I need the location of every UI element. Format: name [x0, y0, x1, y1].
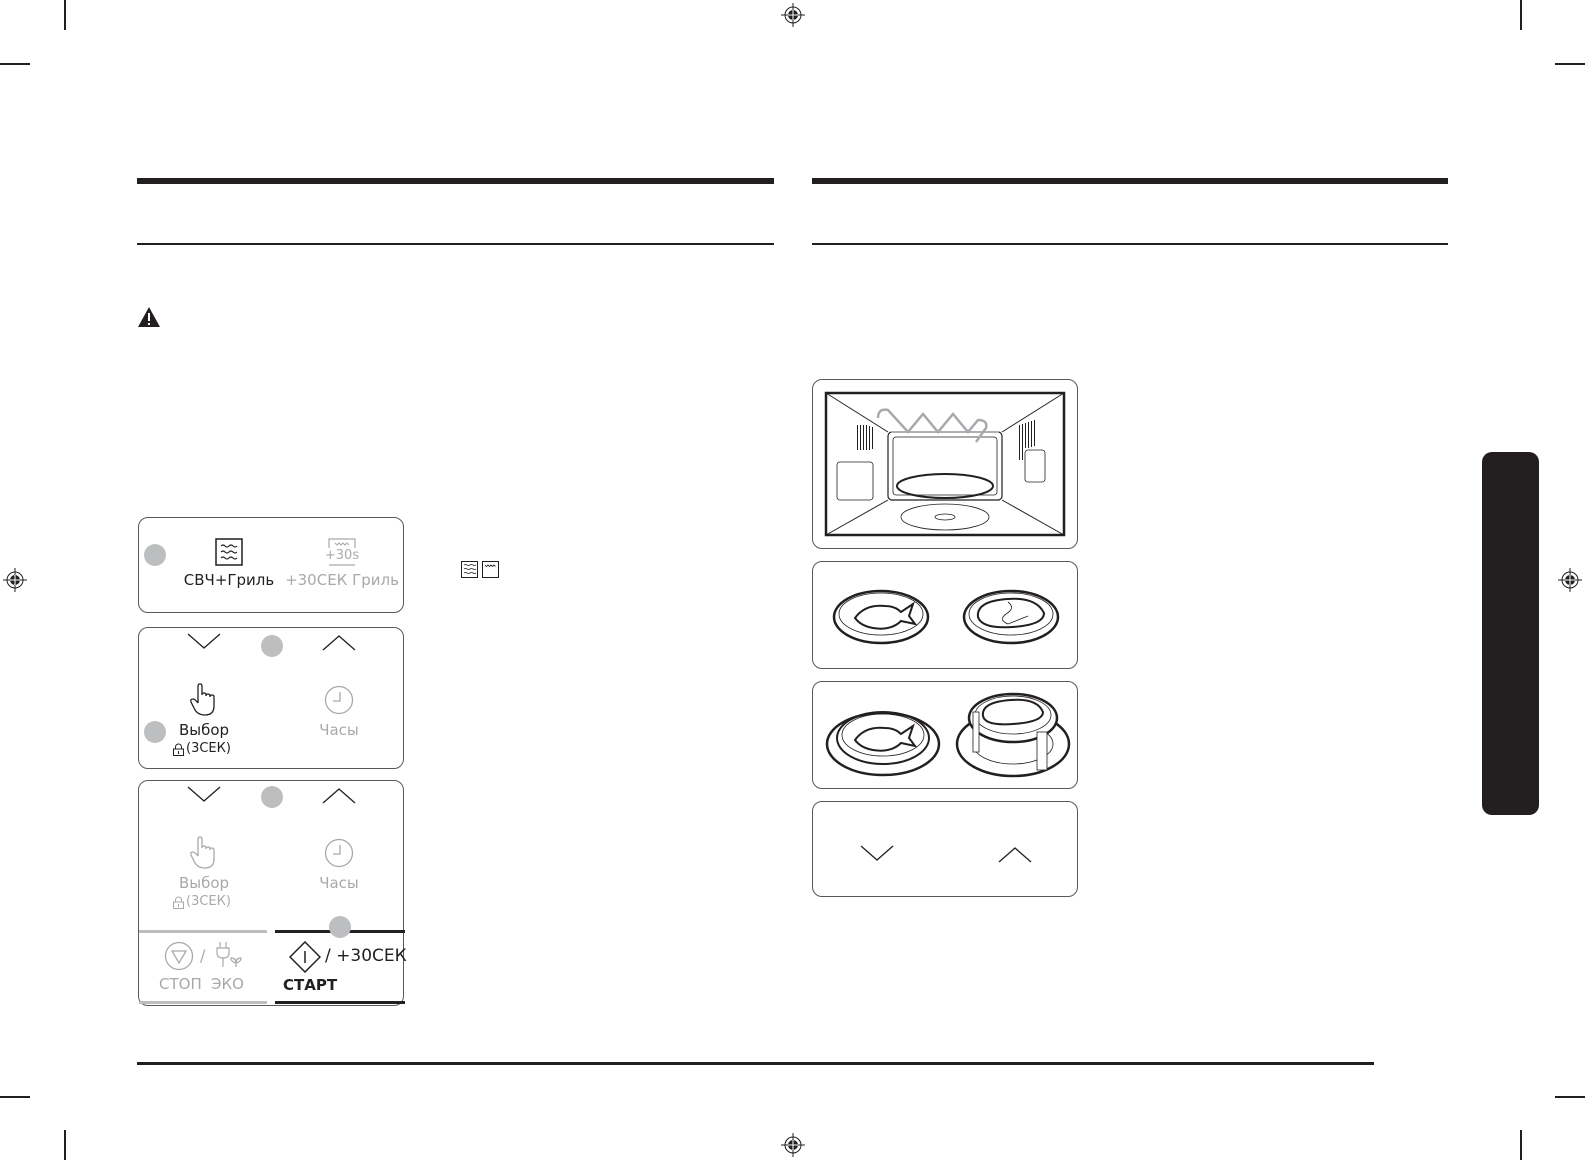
- step-marker-dot: [144, 544, 166, 566]
- hand-pointer-icon: [190, 683, 215, 716]
- clock-icon: [324, 838, 354, 868]
- stop-eco-separator: /: [200, 946, 206, 965]
- plus-30s-grill-icon: [328, 538, 356, 566]
- chapter-side-tab: [1482, 452, 1539, 815]
- plates-rack-illustration: [812, 681, 1078, 789]
- crop-mark: [1520, 0, 1522, 30]
- select-label: Выбор: [178, 721, 230, 739]
- stop-icon: [164, 941, 194, 971]
- chevron-up-icon[interactable]: [322, 787, 356, 805]
- fish-plate-and-steak-rack-image: [825, 692, 1071, 778]
- crop-mark: [0, 63, 30, 65]
- lock-icon: [173, 743, 184, 756]
- microwave-grill-label: СВЧ+Гриль: [183, 571, 275, 589]
- hand-pointer-icon: [190, 836, 215, 869]
- fish-and-steak-plates-image: [832, 589, 1060, 645]
- stop-label: СТОП: [159, 975, 202, 993]
- chevron-up-icon[interactable]: [322, 634, 356, 652]
- step-marker-dot: [329, 916, 351, 938]
- start-button[interactable]: / +30СЕК СТАРТ: [279, 941, 407, 1001]
- microwave-grill-icon: [461, 561, 478, 578]
- chevron-down-icon[interactable]: [187, 785, 221, 803]
- plates-turntable-illustration: [812, 561, 1078, 669]
- step-marker-dot: [261, 635, 283, 657]
- start-diamond-icon: [289, 941, 321, 973]
- crop-mark: [1520, 1130, 1522, 1160]
- clock-button-dimmed[interactable]: Часы: [299, 836, 379, 896]
- crop-mark: [64, 1130, 66, 1160]
- select-button[interactable]: Выбор (3СЕК): [159, 683, 249, 768]
- select-label: Выбор: [178, 874, 230, 892]
- control-panel-select: Выбор (3СЕК) Часы: [138, 627, 404, 769]
- clock-label: Часы: [319, 874, 359, 892]
- section-rule-left: [137, 243, 774, 245]
- microwave-grill-button[interactable]: СВЧ+Гриль: [179, 538, 279, 598]
- plus-30s-suffix: / +30СЕК: [325, 946, 407, 966]
- plus-30s-grill-label: +30СЕК Гриль: [285, 571, 399, 589]
- registration-mark-icon: [781, 3, 805, 27]
- microwave-grill-icon: [215, 538, 243, 566]
- select-lock-sublabel: (3СЕК): [186, 894, 231, 909]
- stop-eco-button[interactable]: / СТОП ЭКО: [154, 941, 264, 1001]
- lock-icon: [173, 896, 184, 909]
- clock-button[interactable]: Часы: [299, 683, 379, 743]
- step-marker-dot: [261, 786, 283, 808]
- clock-label: Часы: [319, 721, 359, 739]
- warning-triangle-icon: [138, 307, 160, 327]
- select-lock-sublabel: (3СЕК): [186, 741, 231, 756]
- crop-mark: [1555, 1096, 1585, 1098]
- stop-divider: [139, 930, 267, 933]
- crop-mark: [1555, 63, 1585, 65]
- oven-interior-illustration: [812, 379, 1078, 549]
- registration-mark-icon: [781, 1133, 805, 1157]
- select-button-dimmed[interactable]: Выбор (3СЕК): [159, 836, 249, 916]
- footer-rule: [137, 1062, 1374, 1065]
- stop-bottom-bar: [139, 1001, 267, 1004]
- section-rule-right: [812, 243, 1448, 245]
- header-rule-left: [137, 178, 774, 184]
- registration-mark-icon: [3, 568, 27, 592]
- control-panel-mode: СВЧ+Гриль +30s +30СЕК Гриль: [138, 517, 404, 613]
- chevron-up-icon: [998, 847, 1032, 863]
- arrow-keys-illustration: [812, 801, 1078, 897]
- crop-mark: [64, 0, 66, 30]
- grill-icon: [482, 561, 499, 578]
- chevron-down-icon[interactable]: [187, 632, 221, 650]
- control-panel-start: Выбор (3СЕК) Часы / СТОП ЭКО / +30СЕК СТ…: [138, 780, 407, 1006]
- eco-label: ЭКО: [211, 975, 244, 993]
- step-marker-dot: [144, 721, 166, 743]
- plus-30s-grill-button[interactable]: +30s +30СЕК Гриль: [284, 538, 399, 598]
- crop-mark: [0, 1096, 30, 1098]
- oven-interior-image: [824, 391, 1066, 537]
- header-rule-right: [812, 178, 1448, 184]
- eco-plug-icon: [216, 942, 242, 967]
- chevron-down-icon: [860, 845, 894, 861]
- plus-30s-icon-text: +30s: [324, 548, 360, 563]
- registration-mark-icon: [1558, 568, 1582, 592]
- start-label: СТАРТ: [283, 976, 338, 994]
- start-bottom-bar: [275, 1001, 405, 1004]
- clock-icon: [324, 685, 354, 715]
